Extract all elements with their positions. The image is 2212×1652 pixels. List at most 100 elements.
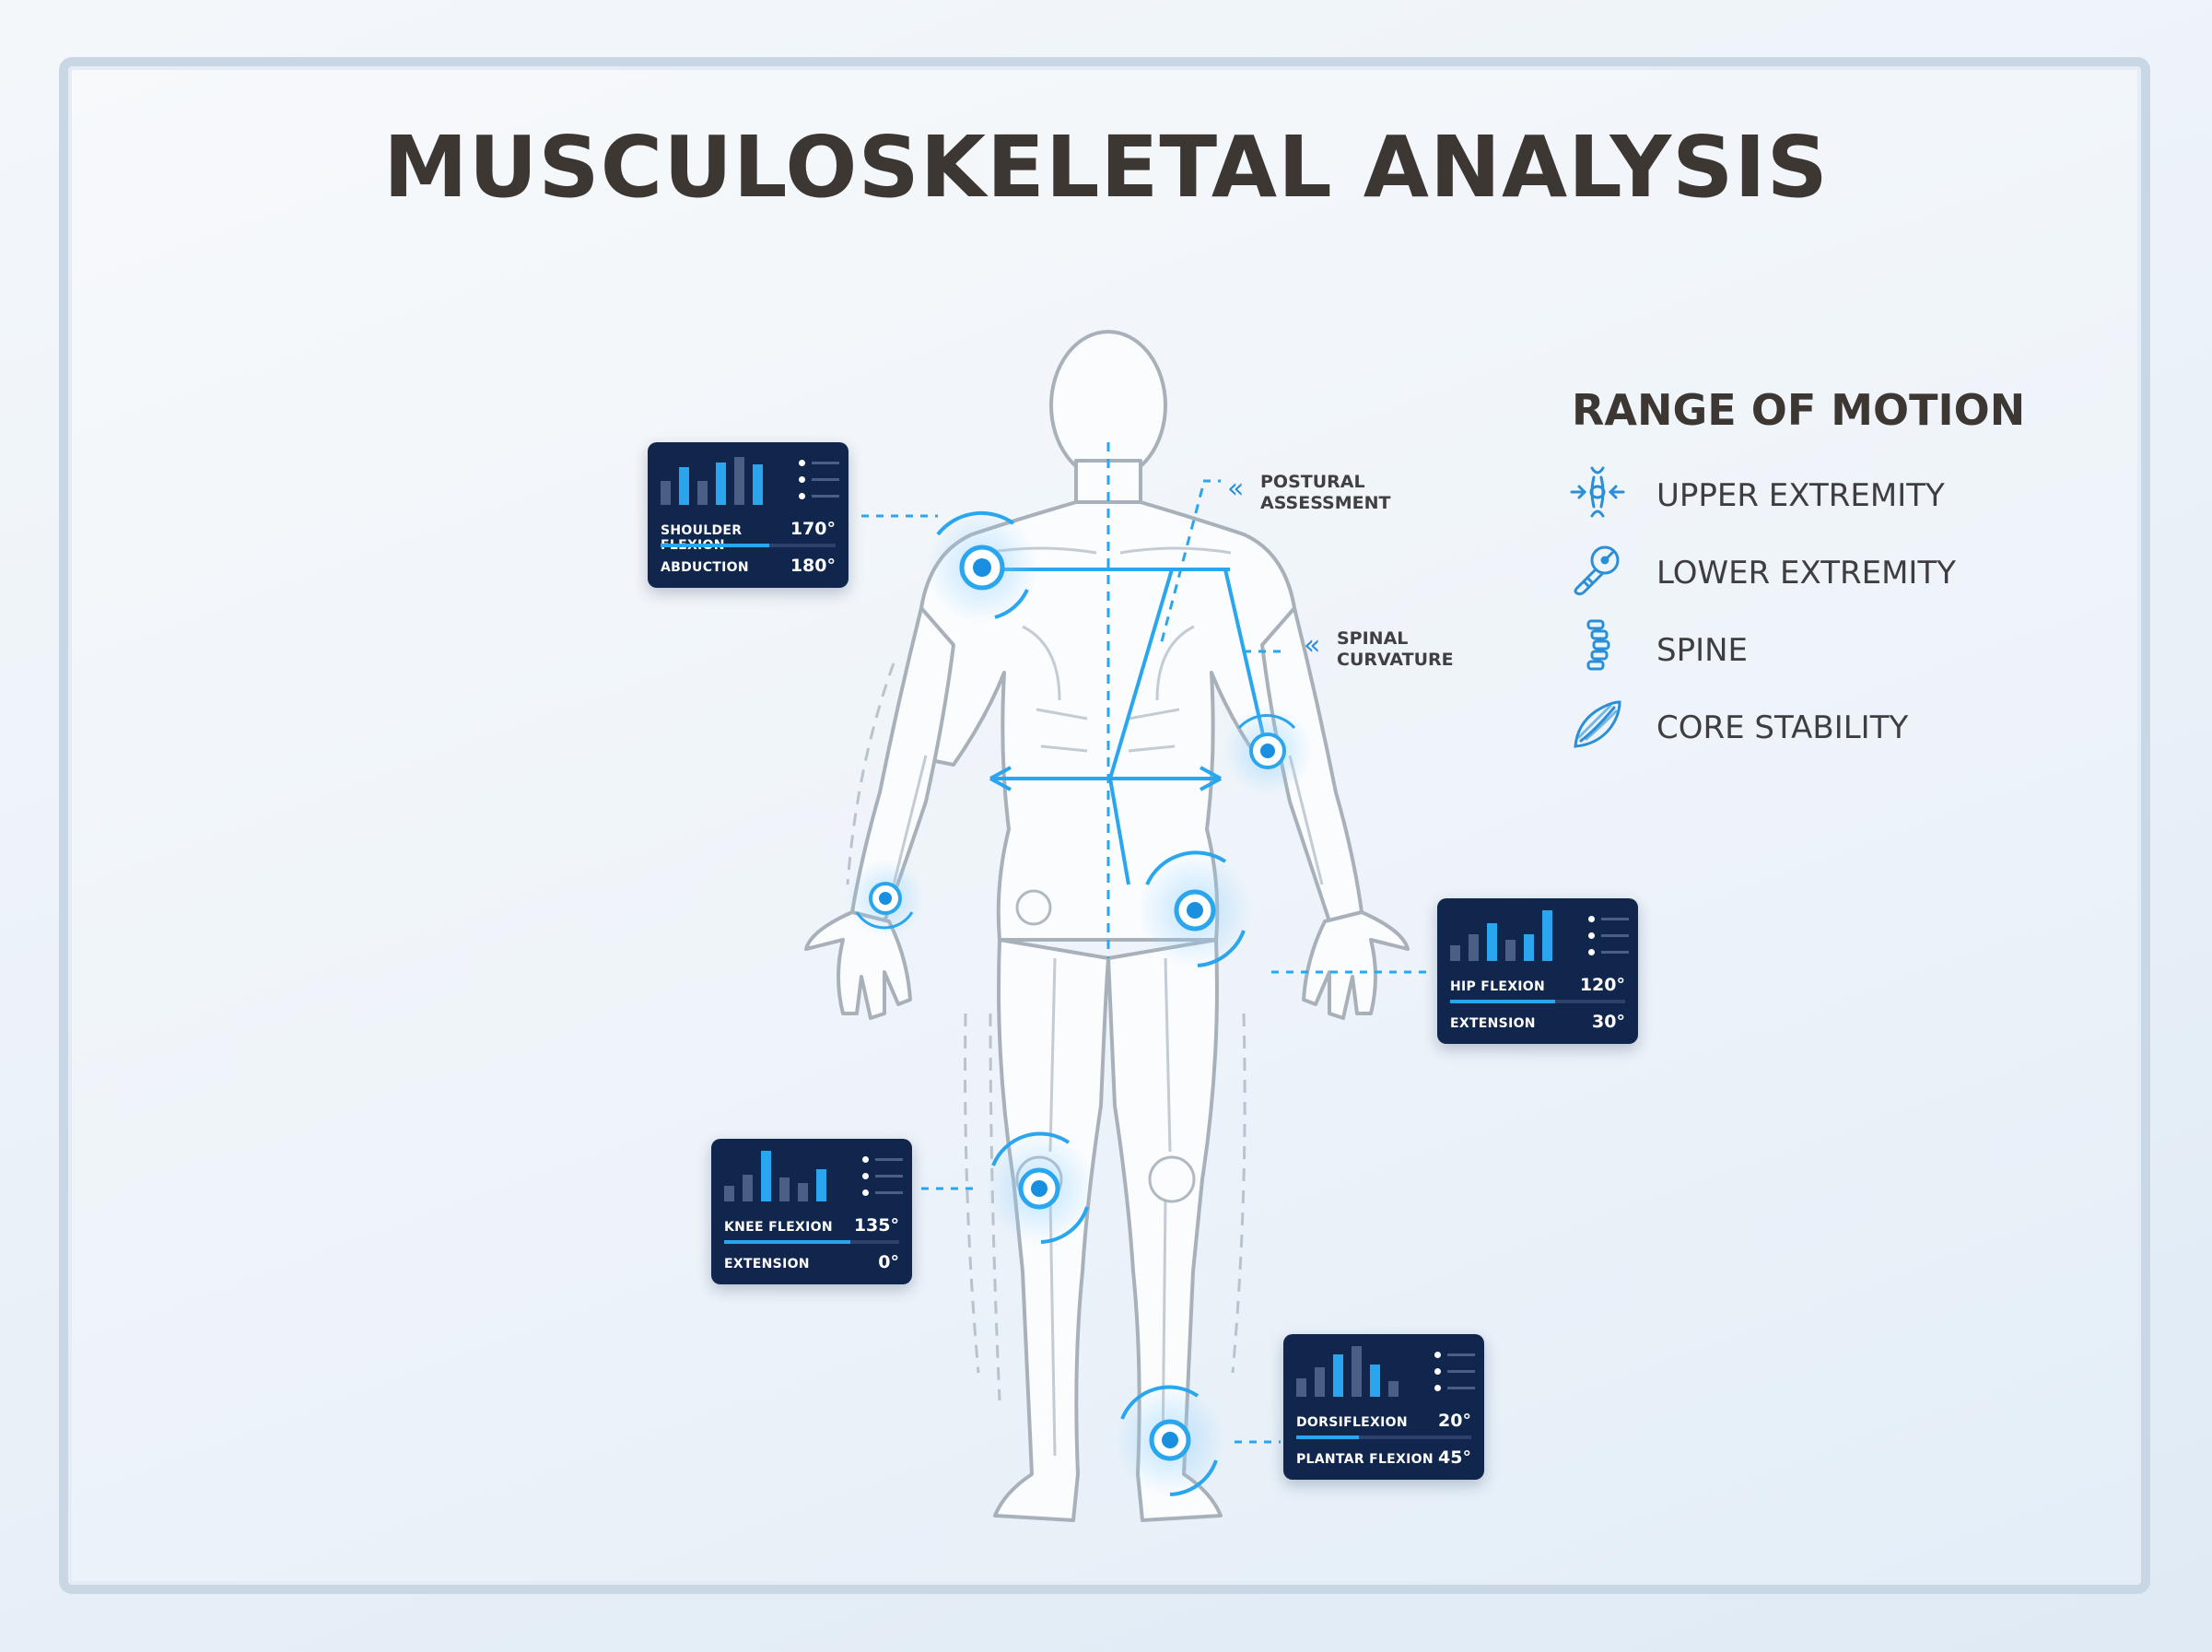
joint-arrows-icon (1570, 466, 1625, 518)
knee-joint-marker (984, 1131, 1094, 1244)
mini-chart-bar (761, 1151, 771, 1201)
spinal-curvature-callout: « SPINAL CURVATURE (1304, 628, 1454, 671)
mini-chart-bar (724, 1186, 734, 1201)
elbow-joint-marker (1223, 707, 1312, 795)
ankle-progress-track (1296, 1435, 1471, 1439)
legend-dot-row (1434, 1382, 1475, 1399)
hip-progress-fill (1450, 1000, 1555, 1003)
shoulder-flexion-value: 170° (790, 519, 836, 539)
hip-extension-value: 30° (1592, 1012, 1625, 1032)
mini-chart-bar (1505, 940, 1516, 961)
legend-label: LOWER EXTREMITY (1656, 555, 1956, 592)
mini-chart-bar (1370, 1365, 1380, 1397)
muscle-icon (1574, 700, 1621, 748)
mini-chart-bar (697, 481, 708, 505)
legend-dot-row (1588, 946, 1629, 963)
legend-dot-row (799, 490, 839, 507)
mini-chart-bar (1388, 1381, 1399, 1397)
wrist-joint-marker (847, 860, 924, 937)
goniometer-icon (1574, 545, 1620, 596)
mini-chart-bar (1487, 923, 1497, 961)
ankle-rom-panel: DORSIFLEXION 20° PLANTAR FLEXION 45° (1283, 1334, 1484, 1480)
shoulder-rom-panel: SHOULDER FLEXION 170° ABDUCTION 180° (648, 442, 849, 588)
shoulder-flexion-label: SHOULDER FLEXION (661, 523, 743, 553)
page-title: MUSCULOSKELETAL ANALYSIS (383, 118, 1829, 217)
shoulder-joint-marker (927, 510, 1037, 623)
dorsiflexion-label: DORSIFLEXION (1296, 1415, 1408, 1430)
hip-bar-chart (1450, 908, 1579, 961)
hip-extension-label: EXTENSION (1450, 1016, 1536, 1031)
callout-line-2: CURVATURE (1337, 650, 1454, 670)
mini-chart-bar (798, 1183, 808, 1201)
mini-chart-bar (1542, 910, 1552, 961)
panel-legend-dots (1434, 1349, 1475, 1399)
mini-chart-bar (1524, 934, 1534, 961)
legend-dot-row (799, 457, 839, 474)
ankle-progress-fill (1296, 1435, 1360, 1439)
mini-chart-bar (1469, 934, 1479, 961)
skeleton-lines (892, 546, 1324, 1457)
legend-label: UPPER EXTREMITY (1656, 477, 1945, 514)
shoulder-progress-fill (661, 544, 769, 547)
legend-dot-row (1434, 1349, 1475, 1365)
plantar-flexion-label: PLANTAR FLEXION (1296, 1452, 1434, 1467)
postural-assessment-callout: « POSTURAL ASSESSMENT (1227, 472, 1391, 514)
callout-line-2: ASSESSMENT (1260, 493, 1391, 513)
mini-chart-bar (1450, 945, 1460, 961)
hip-flexion-label: HIP FLEXION (1450, 979, 1546, 994)
hip-rom-panel: HIP FLEXION 120° EXTENSION 30° (1437, 898, 1638, 1044)
mini-chart-bar (1333, 1354, 1343, 1397)
dorsiflexion-value: 20° (1438, 1411, 1471, 1431)
legend-dot-row (1588, 913, 1629, 930)
vertebrae-icon (1586, 619, 1610, 671)
hip-progress-track (1450, 1000, 1625, 1003)
joint-markers (847, 510, 1312, 1496)
panel-legend-dots (862, 1154, 903, 1203)
legend-label: CORE STABILITY (1656, 709, 1909, 746)
plantar-flexion-value: 45° (1438, 1447, 1471, 1468)
mini-chart-bar (679, 467, 689, 505)
ankle-bar-chart (1296, 1343, 1425, 1397)
shoulder-progress-track (661, 544, 836, 547)
panel-legend-dots (799, 457, 839, 507)
mini-chart-bar (753, 464, 763, 505)
mini-chart-bar (779, 1177, 790, 1201)
legend-title: RANGE OF MOTION (1572, 385, 2026, 435)
abduction-value: 180° (790, 556, 836, 576)
leader-lines (861, 479, 1433, 1444)
callout-line-1: POSTURAL (1260, 472, 1365, 492)
mini-chart-bar (743, 1175, 753, 1201)
hip-joint-marker (1138, 850, 1252, 967)
hip-flexion-value: 120° (1579, 975, 1625, 995)
mini-chart-bar (1352, 1346, 1362, 1397)
posture-dashed-lines (1106, 442, 1204, 958)
mini-chart-bar (1296, 1378, 1306, 1397)
chevron-left-icon: « (1227, 473, 1245, 505)
mini-chart-bar (734, 457, 744, 505)
legend-dot-row (862, 1187, 903, 1203)
legend-label: SPINE (1656, 632, 1749, 669)
legend-dot-row (862, 1154, 903, 1170)
mini-chart-bar (1315, 1367, 1325, 1397)
ankle-joint-marker (1115, 1385, 1225, 1496)
knee-extension-label: EXTENSION (724, 1257, 810, 1271)
knee-extension-value: 0° (878, 1252, 899, 1272)
panel-legend-dots (1588, 913, 1629, 963)
mini-chart-bar (661, 481, 671, 505)
abduction-label: ABDUCTION (661, 560, 749, 575)
knee-flexion-value: 135° (853, 1215, 899, 1236)
legend-dot-row (1434, 1365, 1475, 1382)
legend-dot-row (862, 1170, 903, 1187)
shoulder-bar-chart (661, 451, 790, 505)
mini-chart-bar (816, 1169, 826, 1201)
knee-progress-track (724, 1240, 899, 1244)
knee-progress-fill (724, 1240, 850, 1244)
knee-bar-chart (724, 1148, 853, 1201)
callout-line-1: SPINAL (1337, 628, 1409, 649)
knee-flexion-label: KNEE FLEXION (724, 1220, 833, 1235)
mini-chart-bar (716, 463, 726, 505)
knee-rom-panel: KNEE FLEXION 135° EXTENSION 0° (711, 1139, 912, 1284)
legend-dot-row (799, 474, 839, 490)
legend-dot-row (1588, 930, 1629, 946)
